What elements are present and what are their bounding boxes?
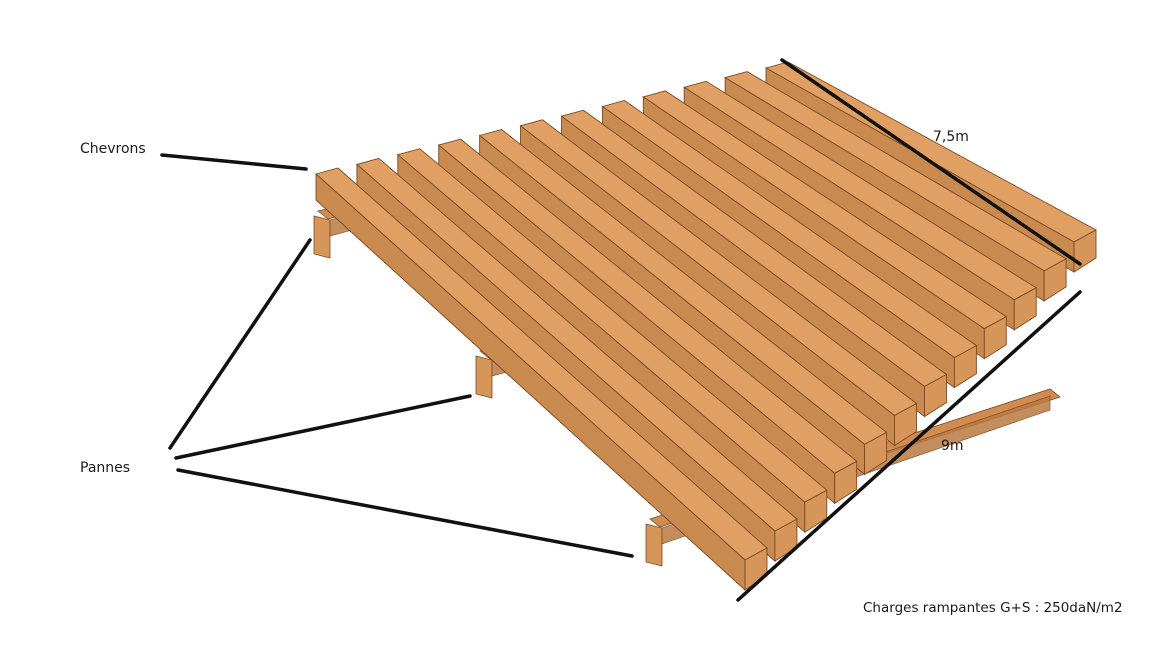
leader-lines-group [160,58,1082,602]
chevron-end-face [864,431,888,476]
pannes-leader-line-middle [174,394,472,460]
chevron-end-face [834,460,858,505]
rafters-group [315,61,1097,592]
chevrons-leader-line [160,153,308,171]
chevron-end-face [924,373,947,418]
chevrons-label: Chevrons [80,141,146,157]
width-dimension-line [780,58,1082,266]
width-dimension-label: 7,5m [933,129,969,145]
chevron-end-face [983,315,1007,360]
length-dimension-label: 9m [941,438,964,454]
pannes-leader-line-top [168,238,312,450]
chevron-1 [315,167,768,592]
length-dimension-line [736,290,1082,602]
chevron-end-face [1013,287,1037,331]
chevron-end-face [1043,258,1067,302]
load-specification-label: Charges rampantes G+S : 250daN/m2 [863,600,1123,616]
chevron-end-face [894,402,917,447]
pannes-label: Pannes [80,460,131,476]
pannes-leader-line-bottom [176,468,634,558]
purlin-end-face [475,355,493,399]
purlin-end-face [313,215,331,259]
purlin-end-face [645,523,663,567]
chevron-end-face [953,344,977,389]
